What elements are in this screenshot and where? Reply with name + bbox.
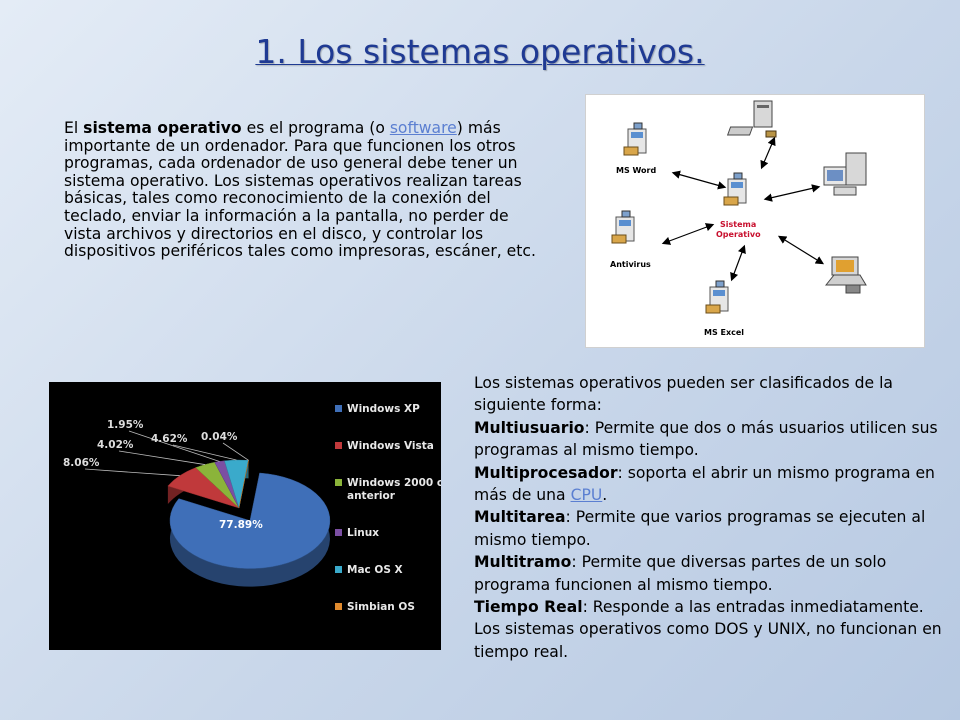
pie-leader-line-2 xyxy=(118,450,205,465)
arrow-laptop xyxy=(777,235,825,265)
term-multiusuario: Multiusuario xyxy=(474,418,585,437)
class-item-multiprocesador: Multiprocesador: soporta el abrir un mis… xyxy=(474,462,956,507)
ms-excel-icon xyxy=(705,280,729,314)
desc-tiempo-real: : Responde a las entradas inmediatamente… xyxy=(582,598,924,617)
arrow-word xyxy=(671,170,727,190)
classification-section: Los sistemas operativos pueden ser clasi… xyxy=(474,372,956,663)
pie-data-label-4: 4.62% xyxy=(151,433,188,445)
legend-label-4: Mac OS X xyxy=(347,564,403,576)
cpu-link[interactable]: CPU xyxy=(570,486,603,505)
legend-swatch-2 xyxy=(335,479,342,486)
legend-label-3: Linux xyxy=(347,527,379,539)
desktop-pc-icon xyxy=(823,152,867,196)
intro-paragraph: El sistema operativo es el programa (o s… xyxy=(64,119,538,261)
classification-intro: Los sistemas operativos pueden ser clasi… xyxy=(474,374,893,415)
node-label-antivirus: Antivirus xyxy=(610,260,651,269)
pie-leader-line-4 xyxy=(172,444,237,461)
term-multiprocesador: Multiprocesador xyxy=(474,463,618,482)
desc-multiprocesador: : soporta el abrir un mismo programa en … xyxy=(474,463,935,505)
arrow-right-pc xyxy=(763,184,821,202)
pie-leader-line-3 xyxy=(128,430,220,462)
desc-multitramo: : Permite que diversas partes de un solo… xyxy=(474,553,887,594)
os-diagram-svg: MS Word Sistema Operativo Antivi xyxy=(610,100,867,337)
intro-text-mid: es el programa (o xyxy=(241,119,390,137)
arrow-top-pc xyxy=(760,136,776,170)
intro-bold-term: sistema operativo xyxy=(83,119,242,137)
center-label-1: Sistema xyxy=(720,220,756,229)
os-core-icon xyxy=(723,172,747,206)
software-link[interactable]: software xyxy=(389,119,457,137)
laptop-icon xyxy=(824,256,867,294)
page-title: 1. Los sistemas operativos. xyxy=(255,32,705,71)
pie-data-label-2: 4.02% xyxy=(97,439,134,451)
class-item-multiusuario: Multiusuario: Permite que dos o más usua… xyxy=(474,417,956,462)
os-diagram: MS Word Sistema Operativo Antivi xyxy=(585,94,925,348)
legend-label-5: Simbian OS xyxy=(347,601,415,613)
desc-multiusuario: : Permite que dos o más usuarios utilice… xyxy=(474,418,938,460)
pie-chart-svg: 77.89% 8.06% 4.02% 1.95% 4.62% 0.04% Windows … xyxy=(63,403,444,613)
legend-swatch-0 xyxy=(335,405,342,412)
pie-slice-0 xyxy=(169,472,331,569)
legend-swatch-5 xyxy=(335,603,342,610)
arrow-antivirus xyxy=(661,223,715,245)
class-item-multitramo: Multitramo: Permite que diversas partes … xyxy=(474,551,956,596)
legend-label-0: Windows XP xyxy=(347,403,420,415)
os-market-share-chart: 77.89% 8.06% 4.02% 1.95% 4.62% 0.04% Windows … xyxy=(49,382,444,650)
center-label-2: Operativo xyxy=(716,230,761,239)
term-multitramo: Multitramo xyxy=(474,553,572,572)
legend-swatch-4 xyxy=(335,566,342,573)
pie-leader-line-1 xyxy=(84,468,180,477)
node-label-excel: MS Excel xyxy=(704,328,744,337)
pie-data-label-3: 1.95% xyxy=(107,419,144,431)
desc-multitarea: : Permite que varios programas se ejecut… xyxy=(474,508,926,549)
legend-label-1: Windows Vista xyxy=(347,440,434,452)
intro-text-end: ) más importante de un ordenador. Para q… xyxy=(64,119,536,261)
term-multitarea: Multitarea xyxy=(474,508,566,527)
ms-word-icon xyxy=(623,122,647,156)
term-tiempo-real: Tiempo Real xyxy=(474,598,583,617)
pie-data-label-5: 0.04% xyxy=(201,431,238,443)
class-item-tiempo-real: Tiempo Real: Responde a las entradas inm… xyxy=(474,596,956,618)
legend-swatch-1 xyxy=(335,442,342,449)
arrow-excel xyxy=(730,244,746,282)
node-label-word: MS Word xyxy=(616,166,656,175)
pie-data-label-1: 8.06% xyxy=(63,457,100,469)
intro-text-start: El xyxy=(64,119,84,137)
legend-swatch-3 xyxy=(335,529,342,536)
desc-multiprocesador-end: . xyxy=(602,486,608,505)
pie-data-label-0: 77.89% xyxy=(219,519,263,531)
class-item-multitarea: Multitarea: Permite que varios programas… xyxy=(474,506,956,551)
tower-pc-icon xyxy=(726,100,777,138)
pie-leader-line-5 xyxy=(222,442,249,461)
antivirus-icon xyxy=(611,210,635,244)
classification-outro: Los sistemas operativos como DOS y UNIX,… xyxy=(474,620,942,661)
